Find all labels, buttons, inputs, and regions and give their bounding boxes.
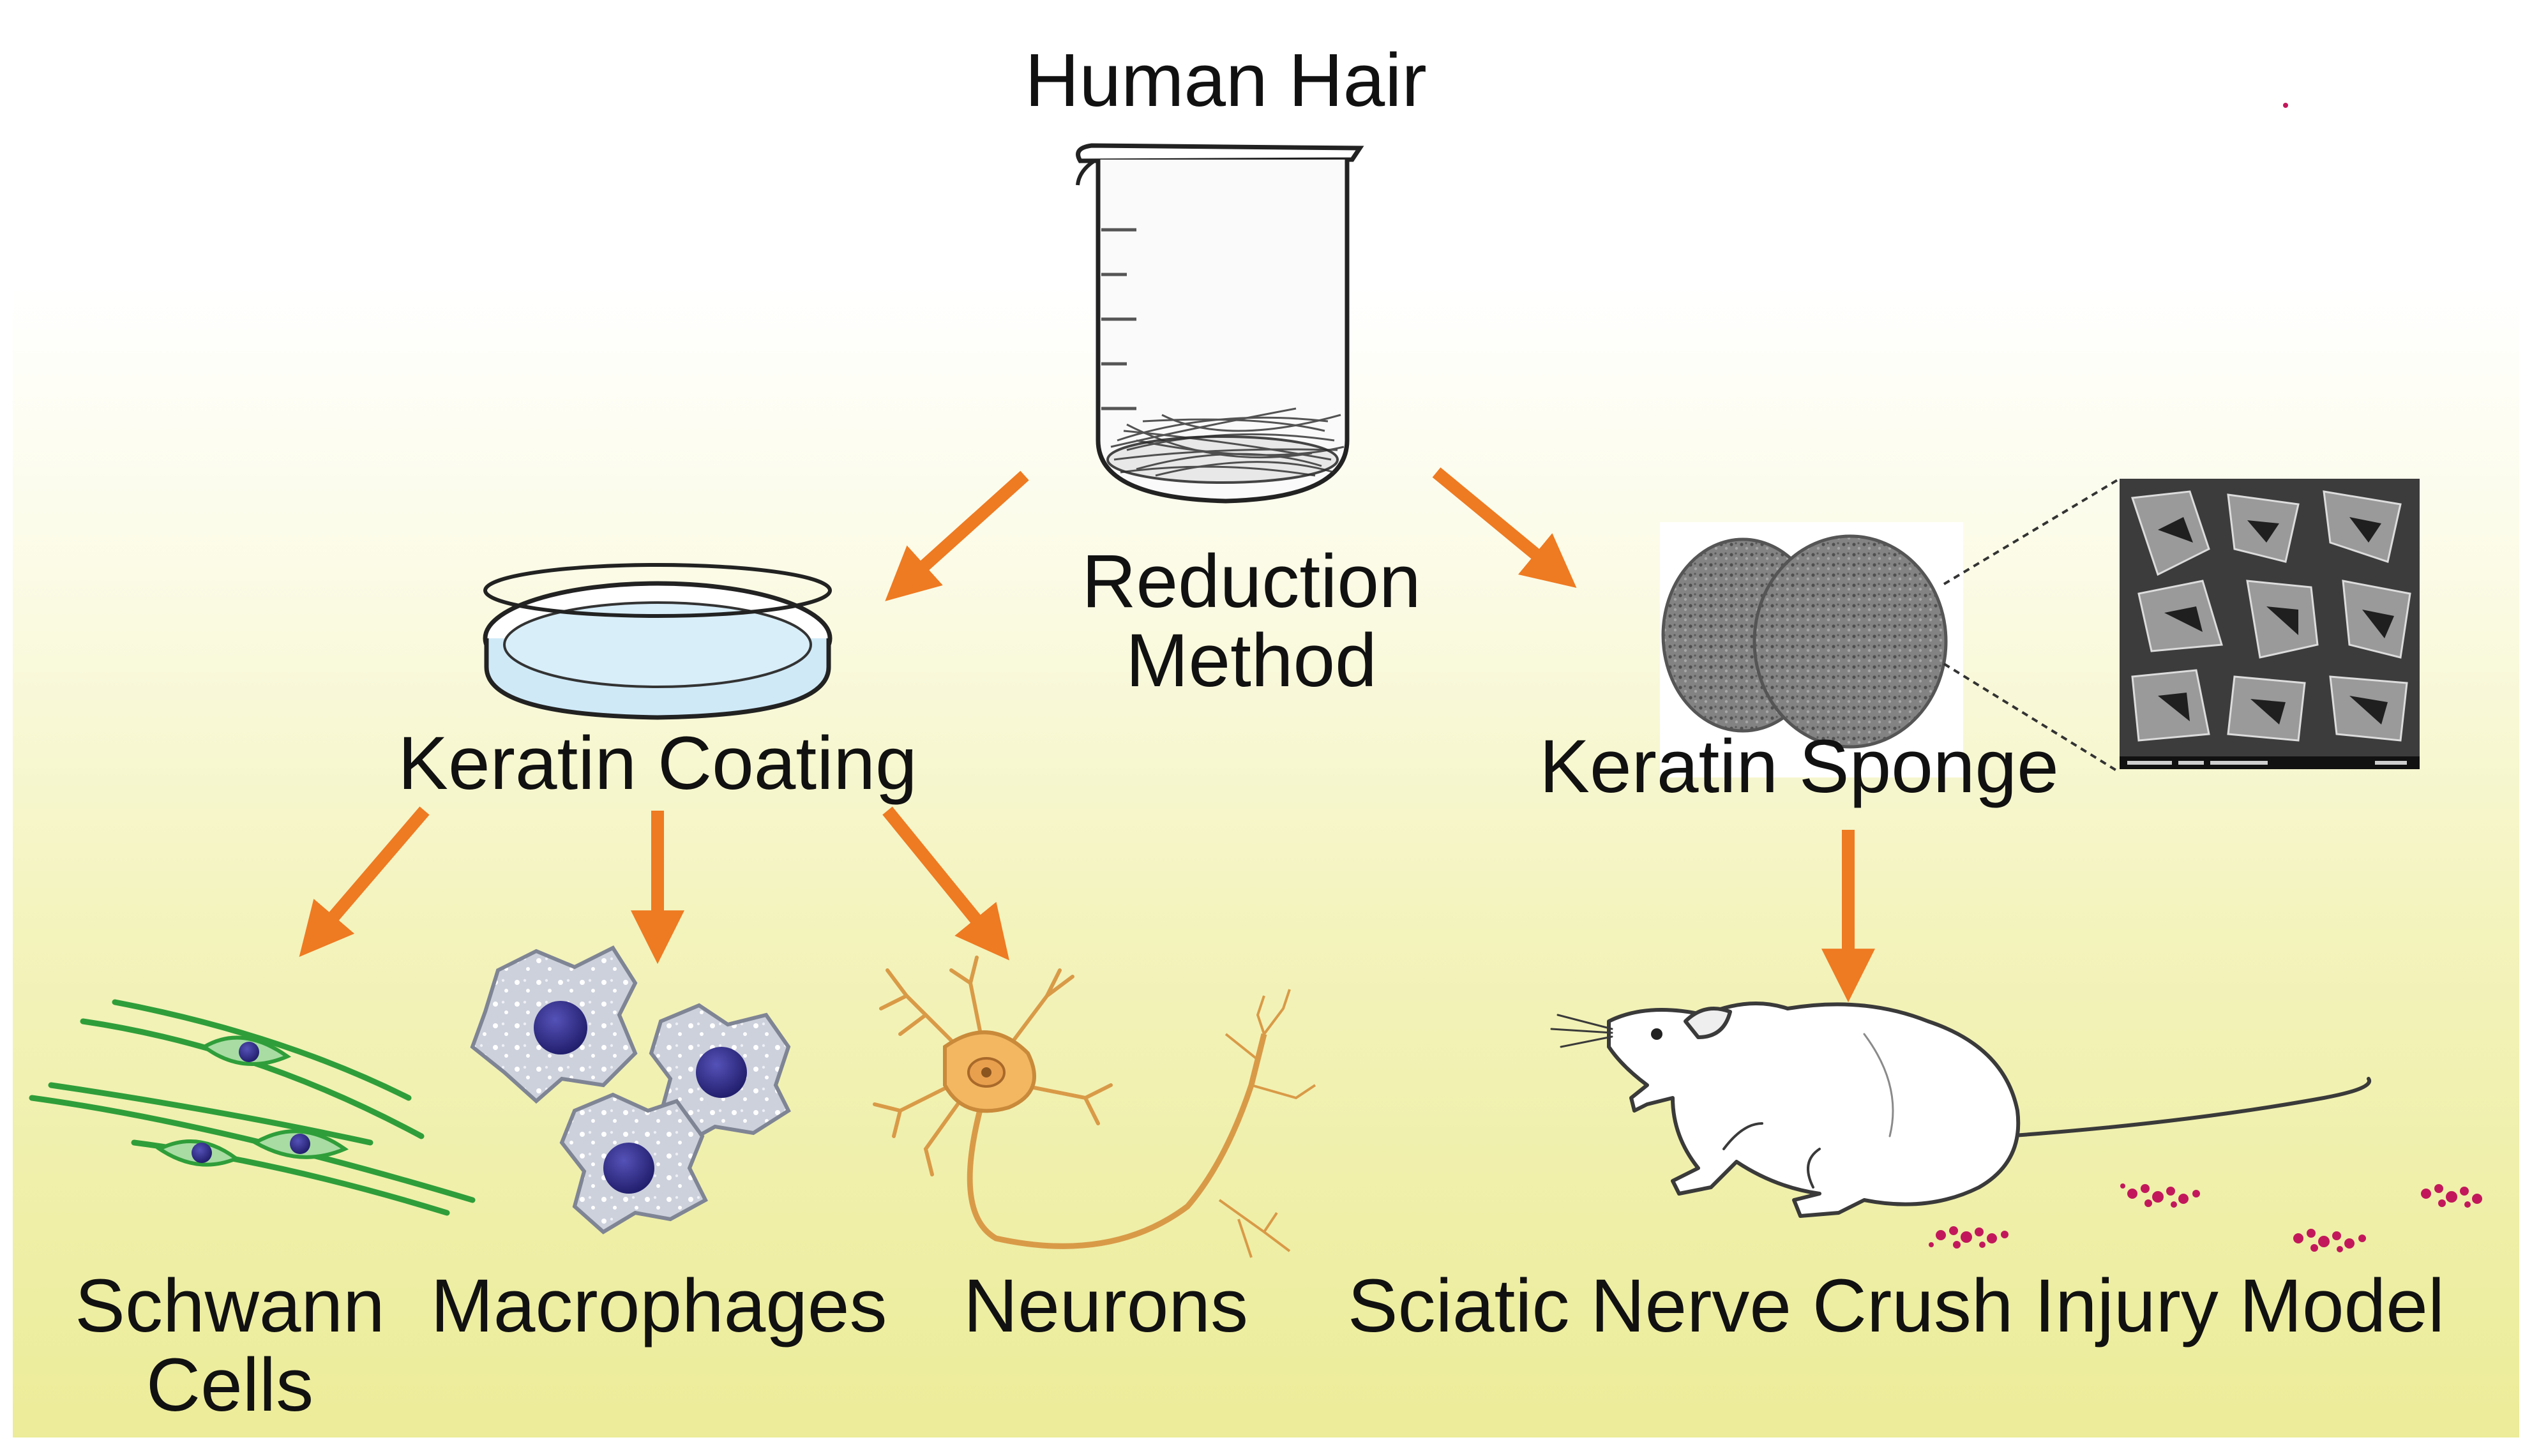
beaker-icon: [1076, 143, 1364, 504]
label-macrophages: Macrophages: [430, 1264, 887, 1348]
arrow-to-neurons: [882, 806, 1009, 961]
sem-image: [2120, 479, 2420, 769]
label-keratin-coating: Keratin Coating: [398, 721, 917, 806]
flow-arrows: [299, 467, 1875, 1003]
label-neurons: Neurons: [963, 1264, 1249, 1348]
neuron-icon: [873, 956, 1316, 1258]
schwann-cell-icon: [29, 999, 476, 1216]
macrophage-nuclei: [534, 1001, 747, 1194]
rat-icon: [1550, 1002, 2372, 1218]
label-schwann-cells: Schwann Cells: [75, 1264, 385, 1427]
petri-dish-icon: [483, 563, 833, 720]
footprint-icon: [1929, 103, 2482, 1252]
label-reduction-line2: Method: [1126, 618, 1377, 703]
sponge-icon: [1660, 522, 1963, 777]
label-schwann-line2: Cells: [146, 1342, 314, 1427]
label-injury-model: Sciatic Nerve Crush Injury Model: [1347, 1264, 2445, 1348]
hair-strands: [1110, 407, 1345, 477]
diagram-artwork: [29, 103, 2482, 1258]
label-reduction-line1: Reduction: [1081, 539, 1421, 624]
label-reduction-method: Reduction Method: [1081, 539, 1421, 703]
arrow-to-coating: [885, 470, 1029, 601]
label-keratin-sponge: Keratin Sponge: [1539, 724, 2059, 809]
arrow-to-schwann: [299, 806, 430, 957]
label-schwann-line1: Schwann: [75, 1264, 385, 1348]
figure-canvas: Human Hair Reduction Method Keratin Coat…: [13, 0, 2519, 1437]
label-human-hair: Human Hair: [1025, 38, 1427, 123]
arrow-to-sponge: [1432, 467, 1577, 589]
